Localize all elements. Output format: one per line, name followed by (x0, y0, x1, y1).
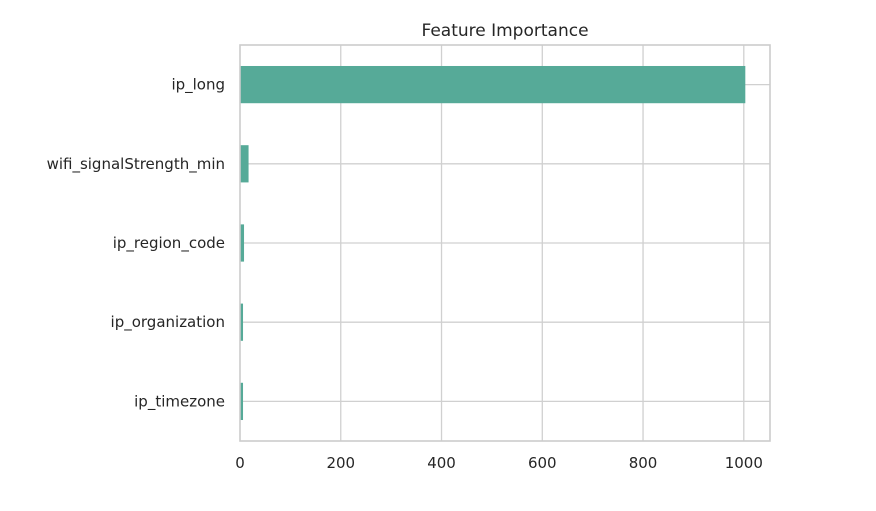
y-tick-labels: ip_long wifi_signalStrength_min ip_region_… (47, 76, 225, 412)
x-tick-label: 0 (235, 454, 245, 472)
bars-layer (240, 65, 746, 421)
x-tick-label: 1000 (725, 454, 763, 472)
y-tick-label: ip_organization (111, 313, 225, 332)
grid-layer (240, 45, 770, 441)
bar-wifi-signalStrength-min (240, 145, 249, 183)
y-tick-label: ip_long (171, 76, 225, 95)
y-tick-label: wifi_signalStrength_min (47, 155, 225, 174)
x-tick-label: 400 (427, 454, 456, 472)
x-tick-labels: 0 200 400 600 800 1000 (235, 454, 763, 472)
x-tick-label: 800 (629, 454, 658, 472)
plot-frame (239, 44, 771, 442)
y-tick-label: ip_region_code (113, 234, 225, 253)
bar-ip-region-code (240, 224, 245, 262)
axes-frame (239, 44, 771, 442)
bar-ip-long (240, 65, 746, 104)
x-tick-label: 200 (326, 454, 355, 472)
bar-ip-organization (240, 303, 244, 341)
bar-ip-timezone (240, 382, 244, 421)
x-tick-label: 600 (528, 454, 557, 472)
chart-title: Feature Importance (421, 21, 588, 41)
y-tick-label: ip_timezone (134, 392, 225, 411)
